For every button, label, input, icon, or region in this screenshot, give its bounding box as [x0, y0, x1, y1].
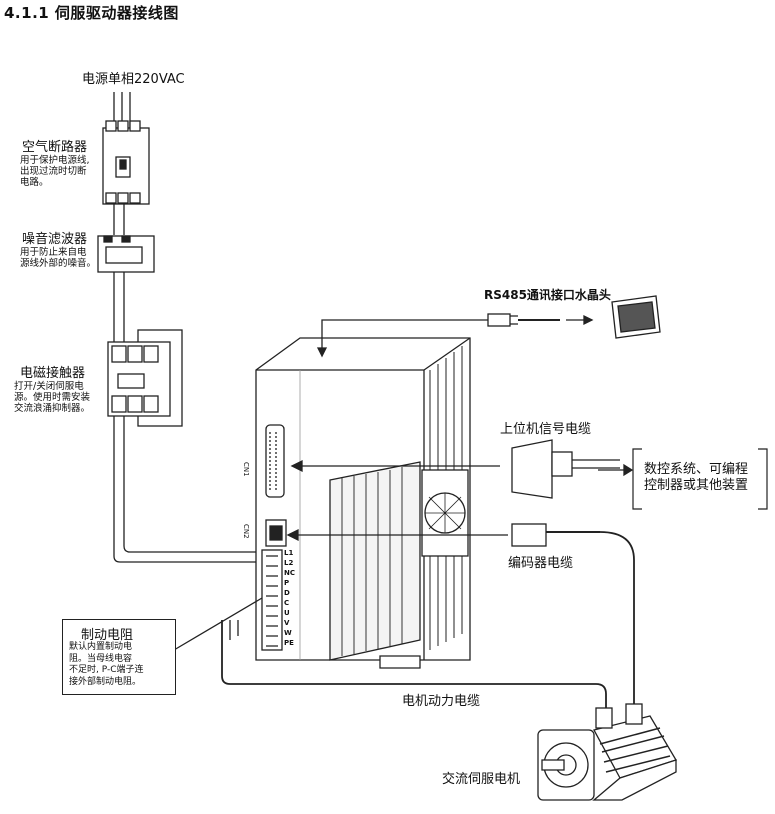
controller-line-1: 数控系统、可编程 [644, 462, 749, 477]
cn1-label: CN1 [242, 462, 250, 477]
magnetic-contactor-device [107, 329, 183, 427]
contactor-description: 打开/关闭伺服电源。使用时需安装交流浪涌抑制器。 [14, 381, 91, 414]
servo-drive-body [255, 337, 471, 669]
hmi-screen [611, 295, 661, 339]
servo-motor-device [537, 703, 677, 801]
servo-motor-label: 交流伺服电机 [442, 772, 521, 787]
host-signal-connector [511, 439, 620, 499]
cn2-label: CN2 [242, 524, 250, 539]
breaker-description: 用于保护电源线,出现过流时切断电路。 [20, 155, 90, 188]
brake-resistor-title: 制动电阻 [81, 628, 134, 643]
host-cable-label: 上位机信号电缆 [500, 422, 592, 437]
page-heading: 4.1.1 伺服驱动器接线图 [4, 4, 179, 22]
controller-box: 数控系统、可编程 控制器或其他装置 [632, 448, 768, 510]
brake-resistor-box: 制动电阻 默认内置制动电阻。当母线电容 不足时, P-C端子连接外部制动电阻。 [62, 619, 176, 695]
rs485-plug [487, 313, 560, 327]
filter-description: 用于防止来自电源线外部的噪音。 [20, 247, 97, 269]
encoder-cable-label: 编码器电缆 [508, 556, 574, 571]
power-supply-label: 电源单相220VAC [82, 72, 185, 87]
brake-resistor-description: 默认内置制动电阻。当母线电容 不足时, P-C端子连接外部制动电阻。 [69, 642, 144, 687]
air-breaker-device [102, 120, 150, 205]
motor-cable-label: 电机动力电缆 [402, 694, 481, 709]
filter-title: 噪音滤波器 [22, 232, 88, 247]
noise-filter-device [97, 235, 155, 273]
breaker-title: 空气断路器 [22, 140, 88, 155]
contactor-title: 电磁接触器 [20, 366, 86, 381]
encoder-connector [511, 523, 600, 547]
controller-line-2: 控制器或其他装置 [644, 478, 749, 493]
rs485-label: RS485通讯接口水晶头 [484, 288, 611, 302]
